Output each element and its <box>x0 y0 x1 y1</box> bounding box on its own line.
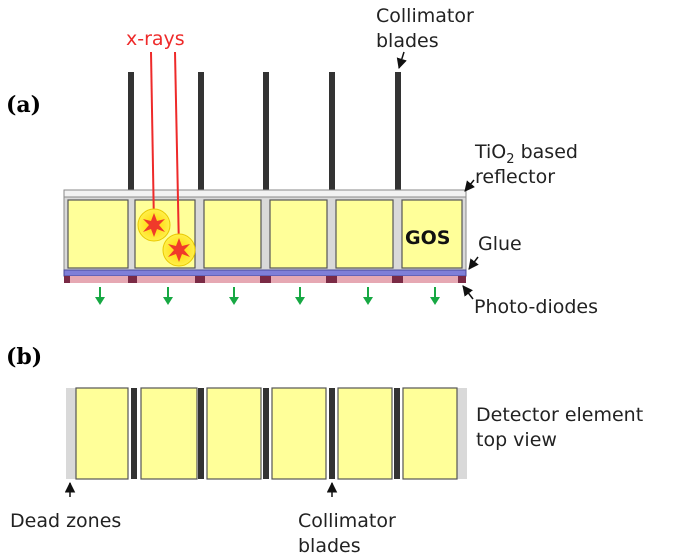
collimator-blade-top <box>394 388 400 479</box>
light-arrow-icon <box>95 287 105 305</box>
reflector-label-line1: TiO2 based <box>474 141 578 167</box>
light-arrow-icon <box>163 287 173 305</box>
collimator-blade <box>198 72 204 190</box>
photodiode <box>403 276 458 283</box>
light-arrow-icon <box>229 287 239 305</box>
collimator-label-top: Collimator <box>376 5 474 27</box>
glue-layer <box>63 269 467 277</box>
photodiode <box>337 276 392 283</box>
photodiode <box>271 276 326 283</box>
gos-label: GOS <box>405 227 450 249</box>
detector-top-view <box>66 387 467 480</box>
collimator-blade-top <box>263 388 269 479</box>
scintillator-top-cell <box>402 387 458 480</box>
collimator-top-label-line2: blades <box>298 535 361 557</box>
light-arrow-icon <box>295 287 305 305</box>
light-arrow-icon <box>363 287 373 305</box>
scintillator-top-cell <box>206 387 262 480</box>
dead-zone <box>457 388 467 479</box>
scintillator-top-cell <box>75 387 129 480</box>
scintillator-cell <box>335 199 394 269</box>
photodiode-pointer <box>462 285 474 300</box>
collimator-blade-top <box>131 388 137 479</box>
collimator-top-label-line1: Collimator <box>298 510 396 532</box>
collimator-label-bottom: blades <box>376 30 439 52</box>
glue-label: Glue <box>478 233 522 255</box>
top-view-label-line2: top view <box>476 429 557 451</box>
dead-zones-label: Dead zones <box>10 510 121 532</box>
collimator-blades-side <box>128 72 401 190</box>
reflector-pointer <box>464 179 476 192</box>
reflector-label-line2: reflector <box>475 166 555 188</box>
scintillator-cell <box>67 199 129 269</box>
xray-hit-icon <box>137 208 171 242</box>
scintillator-cell <box>203 199 262 269</box>
photodiode <box>205 276 260 283</box>
top-view-label-line1: Detector element <box>476 404 643 426</box>
panel-a-label: (a) <box>6 92 41 118</box>
scintillator-top-cell <box>271 387 327 480</box>
scintillator-top-cell <box>337 387 393 480</box>
glue-pointer <box>468 256 479 270</box>
photodiode <box>137 276 195 283</box>
dead-zone <box>66 388 76 479</box>
scintillator-cell <box>401 199 463 269</box>
tio2-reflector <box>63 189 467 273</box>
xray-hit-icon <box>162 233 196 267</box>
reflector-top-layer <box>63 189 467 198</box>
photodiode-substrate <box>64 276 466 283</box>
collimator-blade <box>395 72 401 190</box>
collimator-pointer <box>396 51 407 70</box>
collimator-blade-top <box>198 388 204 479</box>
scintillator-top-cell <box>140 387 198 480</box>
scintillator-cell <box>269 199 328 269</box>
collimator-blade-top <box>329 388 335 479</box>
collimator-blade <box>329 72 335 190</box>
xray-label: x-rays <box>126 28 185 50</box>
light-arrows <box>95 287 440 305</box>
xray-line <box>150 51 155 227</box>
collimator-blade <box>263 72 269 190</box>
photodiode <box>70 276 128 283</box>
xray-line <box>174 51 180 251</box>
photodiode-array <box>64 276 466 283</box>
photodiode-label: Photo-diodes <box>474 296 598 318</box>
panel-b-label: (b) <box>6 344 42 370</box>
collimator-blade <box>128 72 134 190</box>
light-arrow-icon <box>430 287 440 305</box>
gos-scintillator-array <box>67 199 463 269</box>
